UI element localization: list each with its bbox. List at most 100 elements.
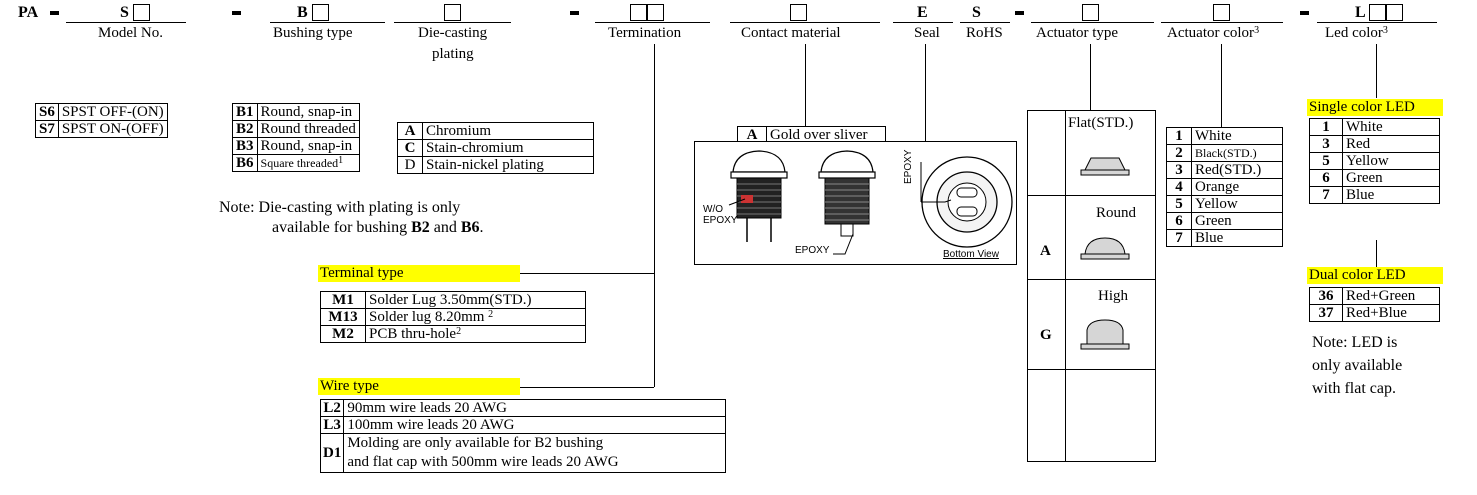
wire-code-cell: L2 [319,399,345,417]
switch-without-epoxy-icon [728,150,788,242]
plating-note-line2: available for bushing B2 and B6. [272,219,484,236]
seal-code: E [917,4,928,21]
flat-cap-icon [1080,157,1130,176]
table-row: B3 Round, snap-in [232,137,360,155]
model-code: S [120,4,129,21]
bushing-code-cell: B2 [232,120,258,138]
actuator-high-label: High [1098,288,1128,304]
table-row: L2 90mm wire leads 20 AWG [319,399,727,417]
led-note-line3: with flat cap. [1312,380,1396,397]
led-desc-cell: White [1342,118,1440,136]
table-row: D1 Molding are only available for B2 bus… [319,433,727,473]
bushing-desc-cell: Round threaded [256,120,360,138]
led-code-cell: 3 [1309,135,1343,153]
color-code-cell: 1 [1166,127,1192,145]
wire-code-cell: D1 [319,433,345,473]
diecast-box [444,4,461,21]
actuator-label: Actuator type [1036,25,1119,41]
color-desc-cell: Orange [1191,178,1283,196]
led-desc-cell: Blue [1342,186,1440,204]
rohs-label: RoHS [966,25,1003,41]
led-desc-cell: Red+Green [1342,287,1440,305]
bushing-underline [270,22,385,23]
rohs-code: S [972,4,981,21]
plating-options-table: A Chromium C Stain-chromium D Stain-nick… [397,122,594,174]
led-note-line2: only available [1312,357,1403,374]
actuator-color-box [1213,4,1230,21]
led-dual-connector [1376,240,1377,267]
led-code-cell: 1 [1309,118,1343,136]
seal-illustration [728,150,1013,255]
terminal-type-table: M1 Solder Lug 3.50mm(STD.) M13 Solder lu… [320,291,586,343]
led-code: L [1355,4,1366,21]
actuator-color-underline [1161,22,1283,23]
epoxy-vertical-label: EPOXY [903,149,914,184]
termination-label: Termination [608,25,682,41]
model-underline [66,22,186,23]
color-code-cell: 4 [1166,178,1192,196]
round-cap-icon [1080,237,1130,260]
led-code-cell: 7 [1309,186,1343,204]
bottom-view-icon [920,156,1013,248]
bushing-desc-cell: Square threaded1 [256,154,360,172]
color-desc-cell: Blue [1191,229,1283,247]
wire-code-cell: L3 [319,416,345,434]
led-label: Led color3 [1325,25,1388,41]
color-code-cell: 5 [1166,195,1192,213]
terminal-code-cell: M13 [320,308,366,326]
led-note-line1: Note: LED is [1312,334,1398,351]
led-box-2 [1386,4,1403,21]
actuator-box [1082,4,1099,21]
separator-dash [570,11,579,15]
dual-led-header: Dual color LED [1307,267,1443,284]
actuator-row-sep [1028,279,1155,280]
color-code-cell: 3 [1166,161,1192,179]
actuator-flat-label: Flat(STD.) [1068,115,1134,131]
actuator-connector [1090,44,1091,110]
actuator-underline [1031,22,1154,23]
table-row: C Stain-chromium [397,139,594,157]
table-row: L3 100mm wire leads 20 AWG [319,416,727,434]
wire-desc-cell: 90mm wire leads 20 AWG [343,399,727,417]
plating-code-cell: A [397,122,423,140]
termination-box-2 [647,4,664,21]
color-desc-cell: Yellow [1191,195,1283,213]
terminal-desc-cell: PCB thru-hole2 [365,325,586,343]
wire-desc-cell: Molding are only available for B2 bushin… [343,433,727,473]
color-desc-cell: Black(STD.) [1191,144,1283,162]
contact-underline [730,22,880,23]
bushing-desc-cell: Round, snap-in [256,137,360,155]
table-row: A Gold over sliver [737,126,886,144]
terminal-desc-cell: Solder Lug 3.50mm(STD.) [365,291,586,309]
actuator-type-table [1027,110,1156,462]
wire-type-header: Wire type [318,378,520,395]
terminal-code-cell: M1 [320,291,366,309]
led-code-cell: 37 [1309,304,1343,322]
actuator-row-sep [1028,369,1155,370]
terminal-type-leader [520,273,654,274]
model-desc-cell: SPST OFF-(ON) [57,103,168,121]
plating-code-cell: D [397,156,423,174]
table-row: S6 SPST OFF-(ON) [35,103,168,121]
bottom-view-label: Bottom View [943,249,999,260]
led-desc-cell: Red [1342,135,1440,153]
table-row: M1 Solder Lug 3.50mm(STD.) [320,291,586,309]
diecast-label-2: plating [432,46,474,62]
contact-label: Contact material [741,25,841,41]
led-connector [1376,44,1377,98]
bushing-desc-cell: Round, snap-in [256,103,360,121]
bushing-box [312,4,329,21]
actuator-round-code: A [1040,243,1051,259]
led-desc-cell: Red+Blue [1342,304,1440,322]
model-label: Model No. [98,25,163,41]
color-code-cell: 2 [1166,144,1192,162]
plating-note-line1: Note: Die-casting with plating is only [219,199,461,216]
actuator-divider [1065,111,1066,461]
